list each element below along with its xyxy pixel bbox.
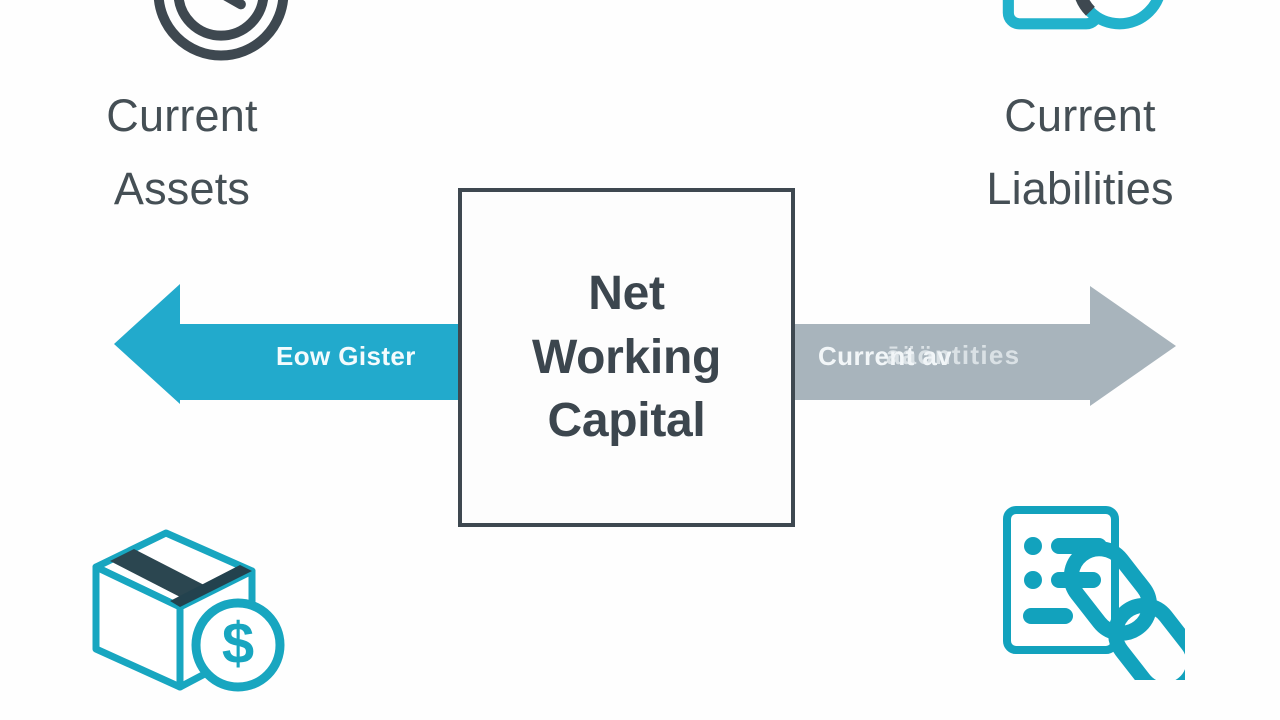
current-assets-arrow-label: Eow Gister (276, 341, 416, 371)
current-assets-label: Current Assets (106, 90, 258, 214)
svg-text:$: $ (222, 611, 254, 676)
net-working-capital-label: Net Working Capital (531, 267, 721, 448)
current-liabilities-arrow-label: Current av (818, 341, 953, 371)
current-liabilities-arrow-label-overlap: āäöntities (886, 340, 1021, 370)
clock-coin-icon (150, 0, 292, 64)
current-liabilities-label: Current Liabilities (986, 90, 1174, 214)
net-working-capital-box: Net Working Capital (458, 188, 795, 527)
invoice-clock-icon (1000, 0, 1178, 66)
document-link-icon (995, 498, 1185, 680)
current-liabilities-arrow (790, 282, 1176, 412)
box-dollar-icon: $ (80, 515, 290, 695)
current-assets-arrow (114, 282, 464, 412)
